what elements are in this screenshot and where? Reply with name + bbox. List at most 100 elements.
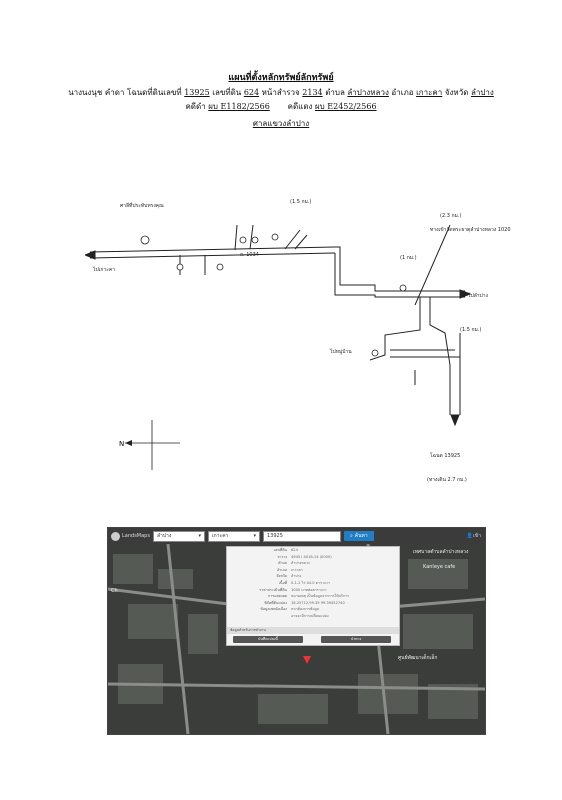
popup-row: เลขที่ดิน 624 [227,547,399,554]
black-case-label: คดีดำ [185,102,206,111]
label-km-right-top: (2.3 กม.) [440,213,461,219]
popup-row-value: 4945 I 4018-14 (0000) [291,554,332,559]
landsmaps-screenshot: LandsMaps ลำปาง ▾ เกาะคา ▾ 13925 ⌕ ค้นหา… [107,527,486,735]
popup-row-key [227,613,291,620]
deed-info-line: นางนงนุช คำดา โฉนดที่ดินเลขที่ 13925 เลข… [0,87,562,99]
court-line: ศาลแขวงลำปาง [0,118,562,130]
popup-row-value: 0-1-2 ไร่ 44.0 ตารางวา [291,580,330,585]
deed-input[interactable]: 13925 [262,530,341,542]
district: เกาะคา [416,88,443,97]
popup-row-value: 1000 บาทต่อตารางวา [291,587,327,592]
logo-icon [111,531,120,541]
popup-row-key: พิกัดที่ดินแปลง [264,600,287,605]
map-label-top-right: เทศบาลตำบลลำปางหลวง [413,549,469,555]
app-toolbar: LandsMaps ลำปาง ▾ เกาะคา ▾ 13925 ⌕ ค้นหา… [108,528,485,544]
popup-row: จังหวัด ลำปาง [227,573,399,580]
label-km-right-mid: (1.5 กม.) [460,327,481,333]
map-label-bottom-right: ศูนย์พัฒนาเด็กเล็ก [398,655,438,661]
popup-row: อำเภอ เกาะคา [227,567,399,574]
province: ลำปาง [470,88,494,97]
popup-row-key: ข้อมูลเขตผังเมือง [260,607,287,612]
popup-row-value: ลำปางหลวง [291,561,310,566]
north-label: N [119,440,124,448]
province-select[interactable]: ลำปาง ▾ [152,530,205,542]
search-button[interactable]: ⌕ ค้นหา [343,531,374,541]
popup-row: ราคาประเมินที่ดิน 1000 บาทต่อตารางวา [227,587,399,594]
chevron-down-icon: ▾ [253,532,256,539]
label-right-top: ทางเข้าวัดพระธาตุลำปางหลวง 1020 [430,226,511,233]
search-icon: ⌕ [349,533,353,539]
popup-row-key: จังหวัด [276,574,287,579]
popup-row: อาจจะมีการเปลี่ยนแปลง [227,613,399,620]
popup-row: ข้อมูลเขตผังเมือง หากต้องการข้อมูล [227,606,399,613]
logo-text: LandsMaps [122,533,150,539]
location-pin-icon [303,656,311,664]
label-km-right-bottom: (ทางเดิน 2.7 กม.) [427,476,467,483]
popup-row-value: 18.25712,99.39 99.39452740 [291,600,345,605]
popup-row-value: ลำปาง [291,574,302,579]
popup-tool-bar[interactable]: ข้อมูลสำหรับการทำงาน [227,627,399,634]
sketch-markers [140,233,407,357]
popup-row: พิกัดที่ดินแปลง 18.25712,99.39 99.3945274… [227,600,399,607]
label-top-left: ศาลีที่ประทับทรงคุณ [120,202,164,209]
district-select[interactable]: เกาะคา ▾ [207,530,260,542]
label-coord-note: โฉนด 13925 [430,452,460,459]
label-road-no: ถ. 1034 [240,252,259,258]
popup-row: ตำบล ลำปางหลวง [227,560,399,567]
navigate-button[interactable]: นำทาง [321,636,391,643]
user-menu[interactable]: 👤 เข้า [467,531,481,541]
survey-label: หน้าสำรวจ [261,88,300,97]
popup-row-value: หมายเหตุ เป็นข้อมูลจากการให้บริการ [291,594,349,599]
popup-row: การแสดงผล หมายเหตุ เป็นข้อมูลจากการให้บริ… [227,593,399,600]
search-button-label: ค้นหา [354,533,368,539]
land-number: 624 [243,88,260,97]
case-info-line: คดีดำ ผบ E1182/2566 คดีแดง ผบ E2452/2566 [0,101,562,113]
popup-row-key: เนื้อที่ [278,580,287,585]
save-parcel-button[interactable]: บันทึกแปลงนี้ [233,636,303,643]
map-label-right: Kanleye cafe [423,564,456,570]
map-label-left: Ch [111,588,118,594]
deed-input-value: 13925 [266,532,283,539]
popup-row-key: การแสดงผล [267,594,287,599]
district-select-value: เกาะคา [211,532,229,539]
popup-row: ระวาง 4945 I 4018-14 (0000) [227,554,399,561]
popup-row-key: เลขที่ดิน [273,548,287,552]
label-km-mid: (1 กม.) [400,255,417,261]
popup-row-key: ระวาง [277,554,287,559]
district-label: อำเภอ [391,88,414,97]
label-left-bottom: ไปหมู่บ้าน [329,348,352,355]
document-title: แผนที่ตั้งหลักทรัพย์ลักทรัพย์ [228,73,334,83]
red-case-number: ผบ E2452/2566 [314,102,377,111]
province-label: จังหวัด [444,88,469,97]
subdistrict-label: ตำบล [325,88,345,97]
map-blocks [113,554,478,724]
popup-row-value: เกาะคา [291,567,303,572]
black-case-number: ผบ E1182/2566 [208,102,270,111]
label-road-right: ไปลำปาง [467,292,489,299]
popup-row-key: ราคาประเมินที่ดิน [259,587,287,592]
survey-number: 2134 [302,88,323,97]
north-arrow-icon [125,420,180,470]
logo: LandsMaps [111,531,150,541]
province-select-value: ลำปาง [156,532,172,539]
owner-text: นางนงนุช คำดา โฉนดที่ดินเลขที่ [68,88,182,97]
sketch-map: ศาลีที่ประทับทรงคุณ (1.5 กม.) (2.3 กม.) … [85,199,511,483]
court-name: ศาลแขวงลำปาง [252,119,310,128]
label-km-top: (1.5 กม.) [290,199,311,205]
subdistrict: ลำปางหลวง [347,88,389,97]
red-case-label: คดีแดง [287,102,313,111]
popup-row-value: 624 [291,548,298,552]
marker-temple [140,235,150,245]
chevron-down-icon: ▾ [198,532,201,539]
popup-row-value: หากต้องการข้อมูล [291,607,320,612]
popup-row-value: อาจจะมีการเปลี่ยนแปลง [291,613,329,618]
land-no-label: เลขที่ดิน [212,88,242,97]
popup-row-key: ตำบล [278,561,287,566]
popup-row-key: อำเภอ [277,567,287,572]
user-icon: 👤 [466,533,474,539]
label-road-left: ไปเกาะคา [92,266,115,273]
deed-number: 13925 [184,88,210,97]
user-label: เข้า [473,533,481,539]
popup-row: เนื้อที่ 0-1-2 ไร่ 44.0 ตารางวา [227,580,399,587]
